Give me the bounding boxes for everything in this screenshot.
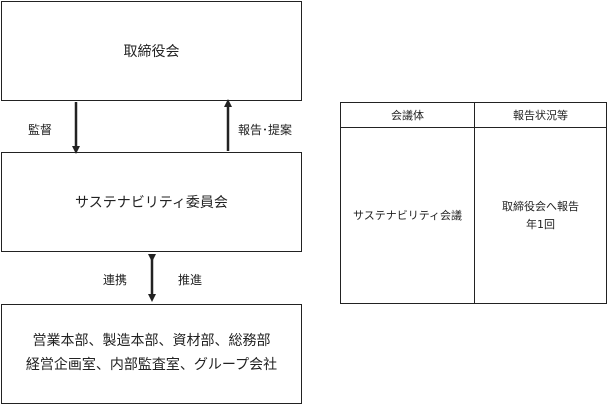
board-of-directors-box: 取締役会	[1, 1, 302, 101]
cell-meeting-body: サステナビリティ会議	[340, 127, 475, 304]
collaborate-label: 連携	[103, 273, 128, 287]
board-label: 取締役会	[123, 44, 180, 60]
promote-label: 推進	[178, 273, 203, 287]
meeting-body-name: サステナビリティ会議	[352, 208, 463, 222]
committee-label: サステナビリティ委員会	[75, 195, 228, 211]
supervise-label: 監督	[28, 123, 53, 137]
departments-line-2: 経営企画室、内部監査室、グループ会社	[25, 357, 278, 373]
cell-report-status: 取締役会へ報告 年1回	[474, 127, 607, 304]
report-status-line-2: 年1回	[526, 217, 555, 231]
table-header-row: 会議体 報告状況等	[340, 102, 607, 128]
sustainability-committee-box: サステナビリティ委員会	[1, 152, 302, 252]
header-meeting-body: 会議体	[340, 102, 475, 128]
departments-line-1: 営業本部、製造本部、資材部、総務部	[32, 333, 271, 350]
departments-box: 営業本部、製造本部、資材部、総務部 経営企画室、内部監査室、グループ会社	[1, 304, 302, 404]
report-propose-label: 報告･提案	[238, 123, 293, 137]
meeting-body-table: 会議体 報告状況等 サステナビリティ会議 取締役会へ報告 年1回	[340, 102, 607, 304]
table-row: サステナビリティ会議 取締役会へ報告 年1回	[340, 127, 607, 304]
header-report-status: 報告状況等	[474, 102, 607, 128]
report-status-line-1: 取締役会へ報告	[502, 199, 579, 213]
